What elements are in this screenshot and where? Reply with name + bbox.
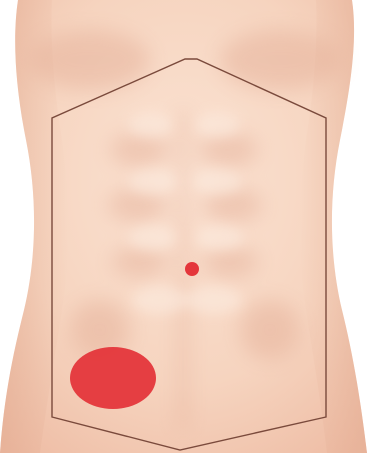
umbilicus-marker-dot — [185, 262, 199, 276]
right-lower-quadrant-marker — [70, 347, 156, 409]
